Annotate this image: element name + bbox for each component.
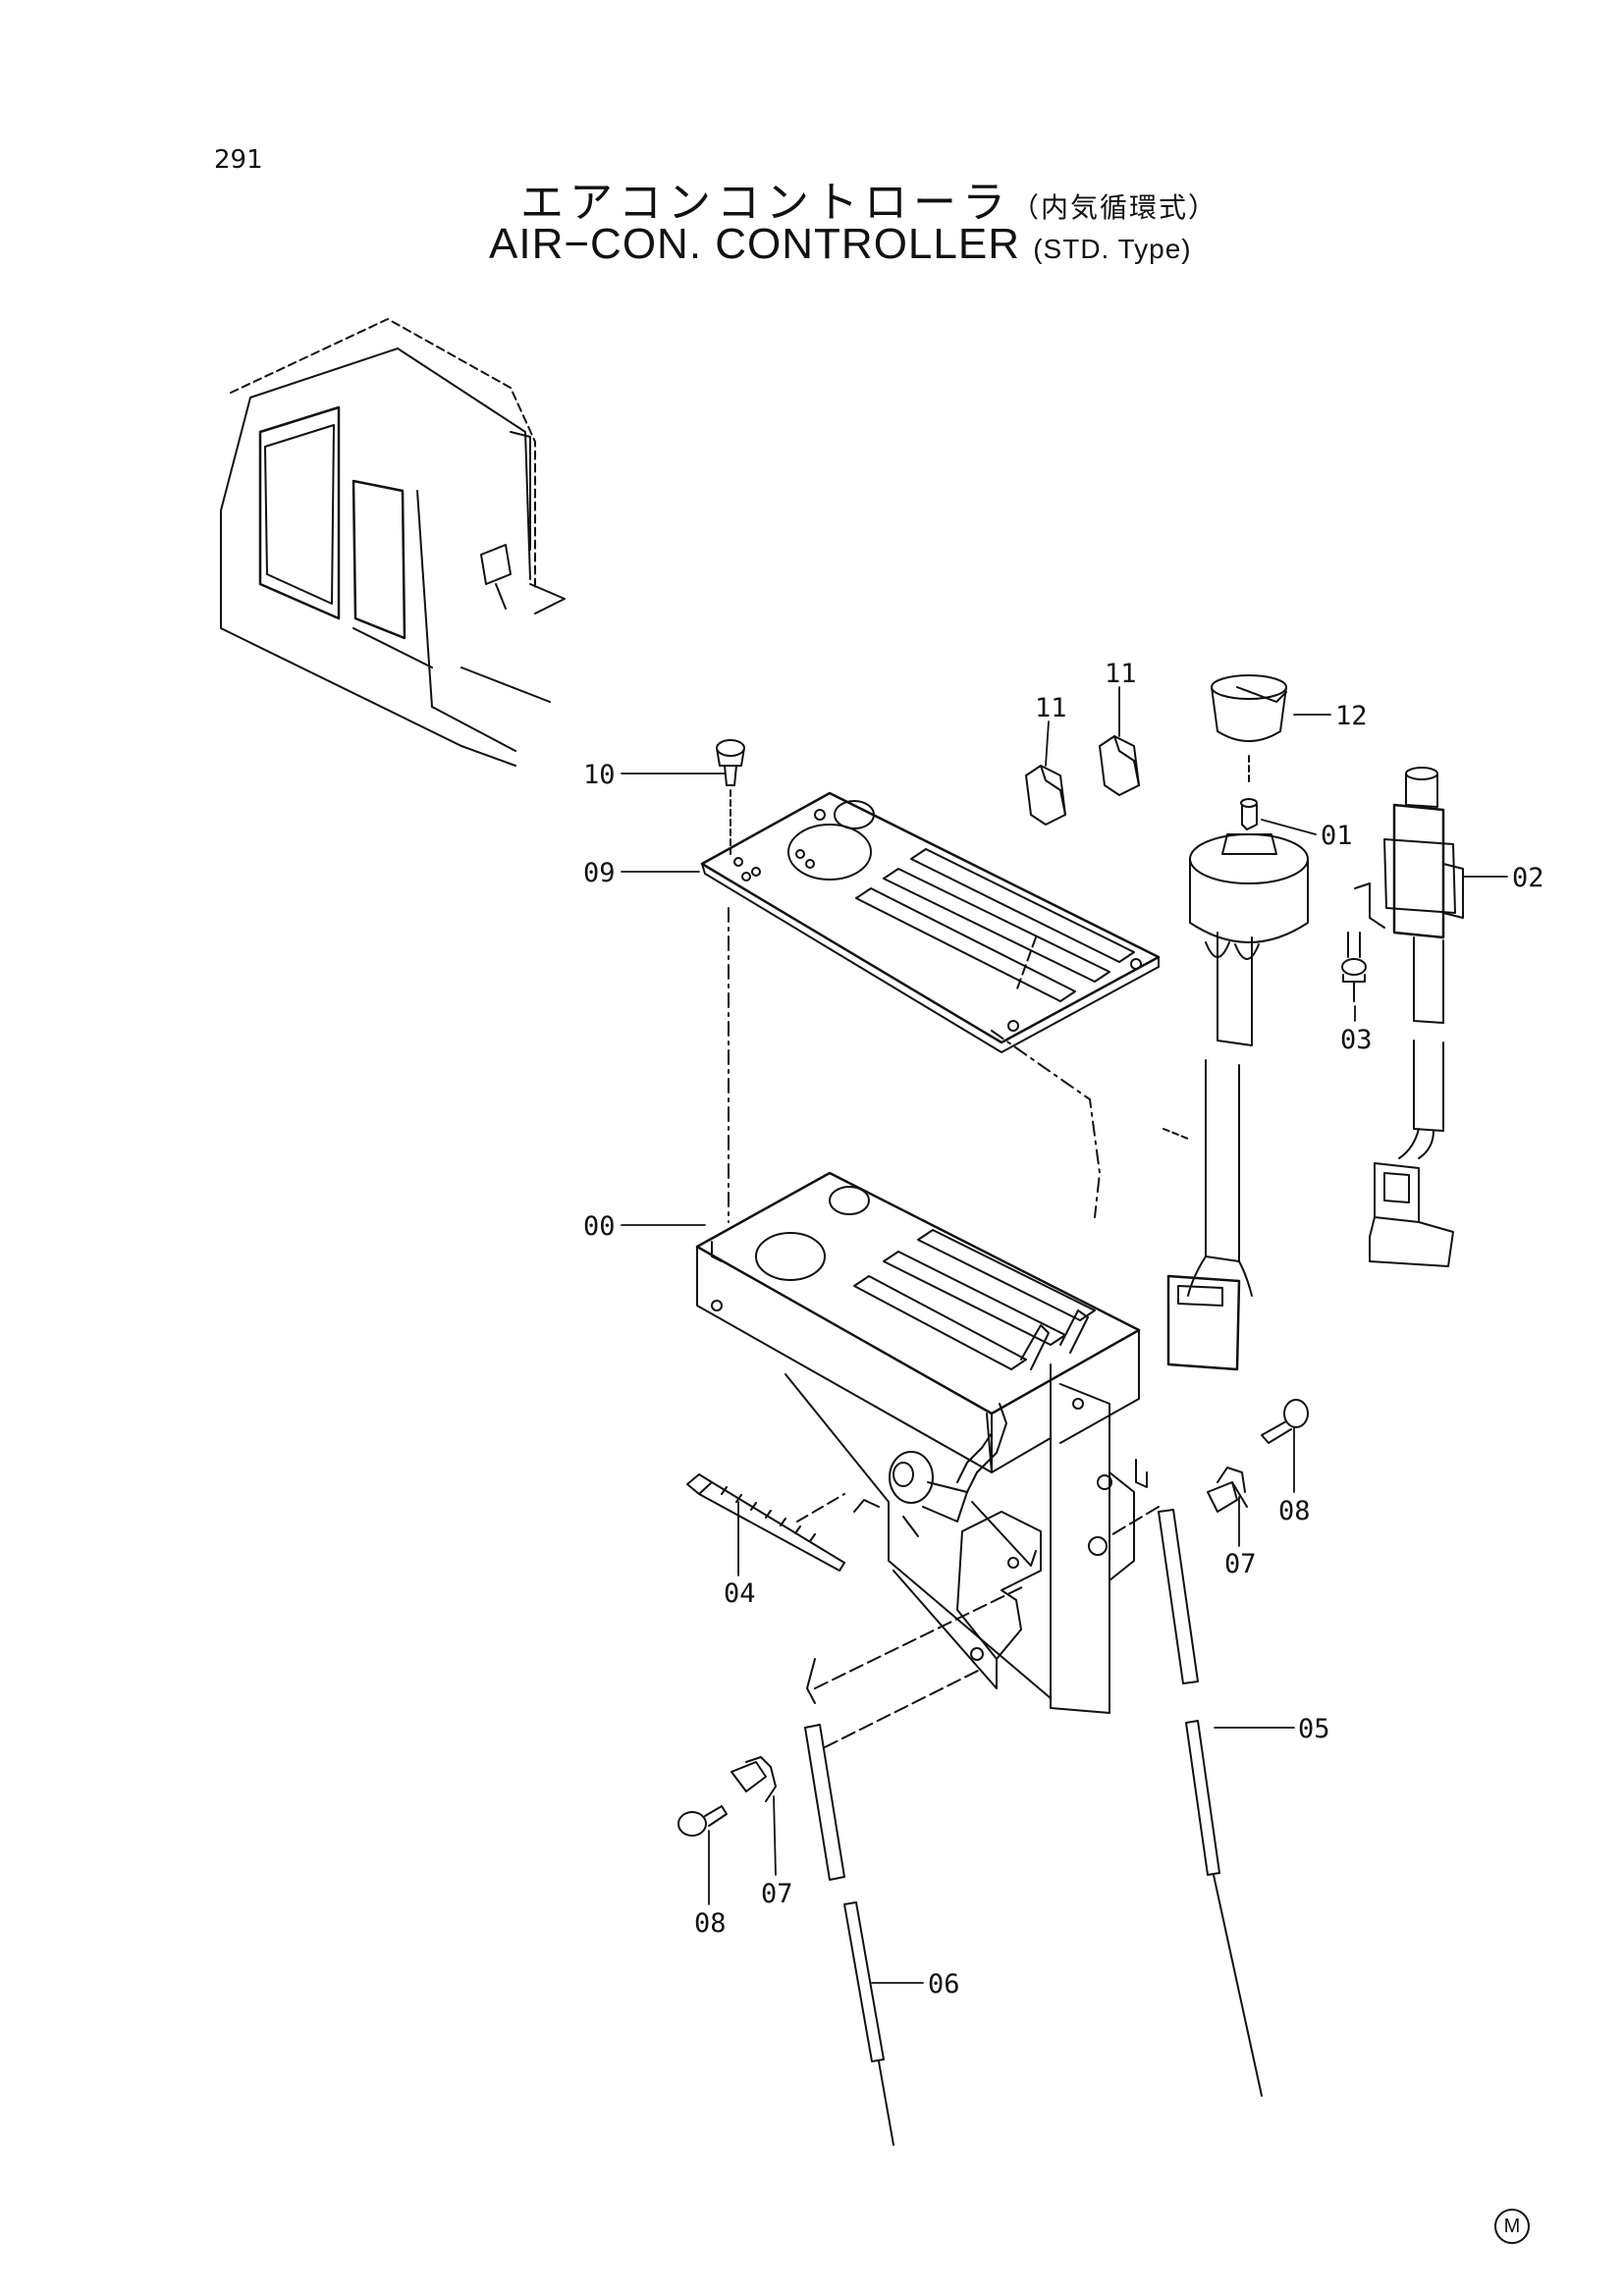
callout-06: 06 <box>928 1969 960 2000</box>
callout-04: 04 <box>724 1578 756 1609</box>
callout-11-left: 11 <box>1035 693 1067 723</box>
callout-09: 09 <box>583 858 616 888</box>
page-number: 291 <box>214 145 263 175</box>
solenoid-switch <box>1354 767 1464 1267</box>
title-japanese-main: エアコンコントローラ <box>520 178 1011 228</box>
cab-illustration <box>220 318 566 767</box>
title-japanese-sub: （内気循環式） <box>1011 191 1218 224</box>
callout-08-right: 08 <box>1278 1496 1311 1526</box>
callout-10: 10 <box>583 760 616 790</box>
callout-03: 03 <box>1340 1025 1373 1055</box>
rotary-switch <box>1166 798 1309 1371</box>
callout-labels: 10 09 00 01 12 02 03 04 05 06 07 07 08 0… <box>583 659 1544 2000</box>
pin-10 <box>716 739 745 855</box>
callout-07-left: 07 <box>761 1879 793 1909</box>
callout-02: 02 <box>1512 863 1544 893</box>
cable-clip-right <box>1207 1467 1248 1513</box>
callout-08-left: 08 <box>694 1908 727 1939</box>
callout-05: 05 <box>1298 1714 1330 1744</box>
title-english-sub: (STD. Type) <box>1033 234 1192 264</box>
title-english-main: AIR−CON. CONTROLLER <box>489 220 1020 268</box>
main-bracket <box>695 1171 1141 1714</box>
leader-lines <box>621 686 1508 1984</box>
screw-08-left <box>677 1805 728 1837</box>
control-cable-05 <box>1109 1459 1263 2097</box>
knob <box>1211 674 1287 786</box>
title-japanese: エアコンコントローラ（内気循環式） <box>520 167 1217 230</box>
manufacturer-mark: M <box>1494 2209 1530 2244</box>
callout-12: 12 <box>1335 701 1368 731</box>
cover-plate <box>700 791 1161 1053</box>
control-cable-06 <box>804 1584 1027 2146</box>
title-english: AIR−CON. CONTROLLER (STD. Type) <box>489 220 1192 269</box>
callout-01: 01 <box>1321 821 1353 851</box>
cable-tie <box>686 1473 845 1572</box>
cable-clip-left <box>730 1756 777 1802</box>
callout-07-right: 07 <box>1224 1549 1257 1579</box>
slide-knobs <box>1025 735 1140 826</box>
screw-08-right <box>1261 1399 1309 1444</box>
callout-11-right: 11 <box>1105 659 1137 689</box>
screw-03 <box>1341 932 1367 1002</box>
callout-00: 00 <box>583 1211 616 1242</box>
